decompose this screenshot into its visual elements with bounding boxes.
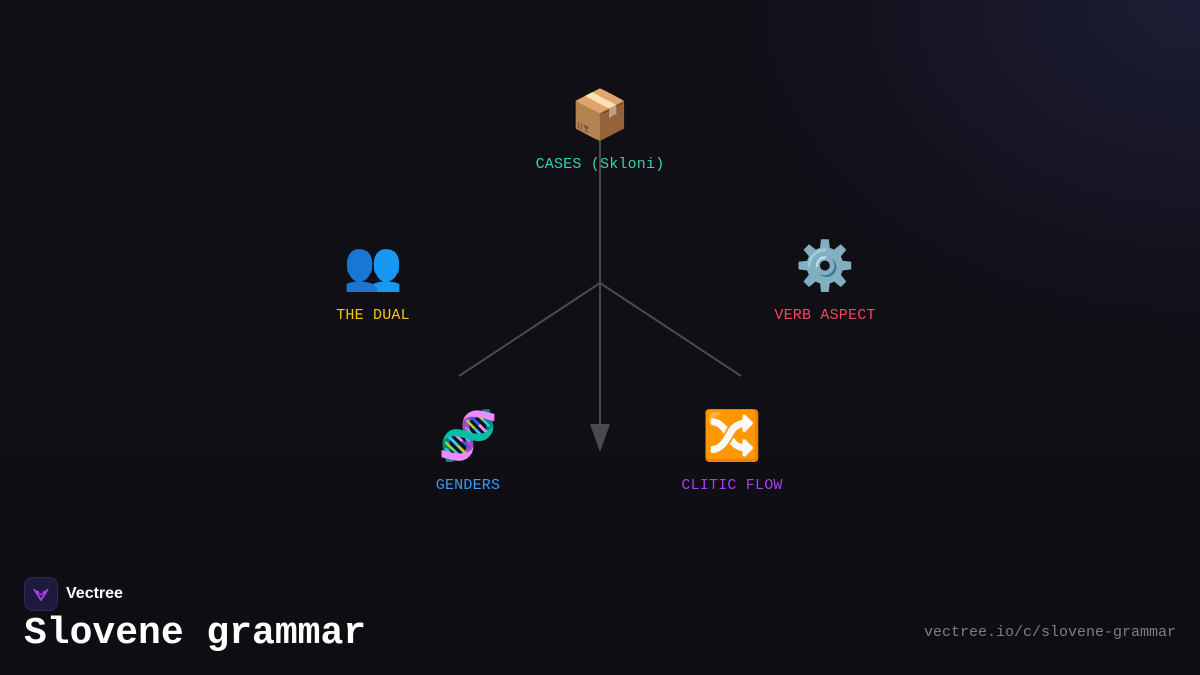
node-label-clitic-flow: CLITIC FLOW: [681, 477, 783, 494]
dna-icon: 🧬: [438, 408, 498, 464]
package-icon: 📦: [570, 87, 630, 143]
node-genders: 🧬 GENDERS: [368, 406, 568, 496]
vectree-logo-icon: [24, 577, 58, 611]
brand-name: Vectree: [66, 585, 123, 602]
node-dual: 👥 THE DUAL: [273, 236, 473, 326]
node-cases: 📦 CASES (Skloni): [500, 85, 700, 175]
page-title: Slovene grammar: [24, 612, 367, 655]
brand: Vectree: [24, 577, 123, 611]
gear-icon: ⚙️: [795, 238, 855, 294]
node-clitic-flow: 🔀 CLITIC FLOW: [632, 406, 832, 496]
edge-to-genders: [458, 282, 601, 377]
edge-to-clitic: [599, 282, 742, 377]
node-verb-aspect: ⚙️ VERB ASPECT: [725, 236, 925, 326]
shuffle-icon: 🔀: [702, 408, 762, 464]
node-label-cases: CASES (Skloni): [535, 156, 665, 173]
node-label-dual: THE DUAL: [336, 307, 410, 324]
people-icon: 👥: [343, 238, 403, 294]
arrow-head: [590, 424, 610, 452]
course-url[interactable]: vectree.io/c/slovene-grammar: [923, 624, 1176, 641]
node-label-verb-aspect: VERB ASPECT: [774, 307, 876, 324]
node-label-genders: GENDERS: [435, 477, 501, 494]
